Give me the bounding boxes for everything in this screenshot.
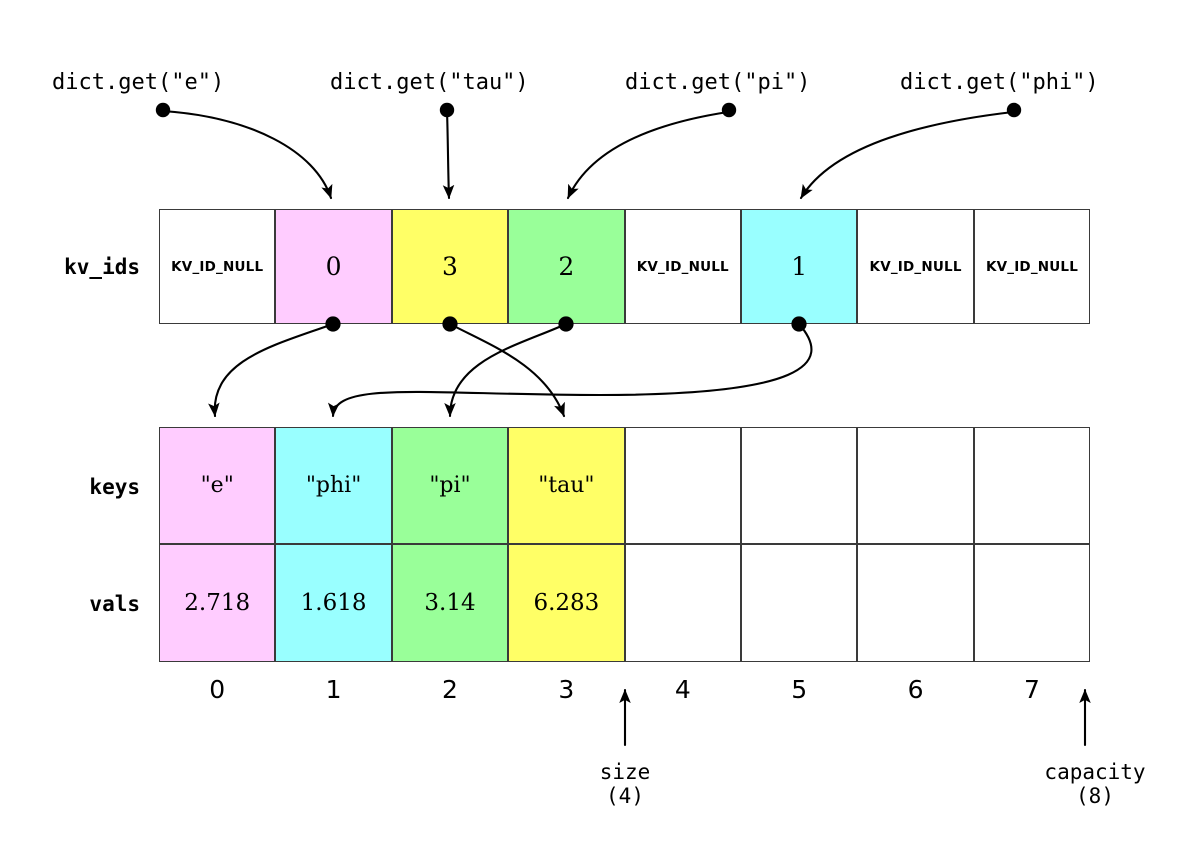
kv-ids-cell-4: KV_ID_NULL bbox=[624, 209, 741, 324]
capacity-marker-name: capacity bbox=[1044, 760, 1146, 784]
kv-ids-cell-3-text: 2 bbox=[558, 252, 575, 281]
index-label-2: 2 bbox=[442, 675, 458, 704]
keys-cell-3: "tau" bbox=[508, 427, 625, 544]
index-label-5: 5 bbox=[791, 675, 808, 704]
row-label-keys: keys bbox=[89, 475, 140, 499]
keys-cell-0-text: "e" bbox=[200, 473, 234, 498]
size-marker-label: size (4) bbox=[550, 760, 700, 808]
row-label-vals: vals bbox=[89, 592, 140, 616]
keys-cell-3-text: "tau" bbox=[538, 473, 595, 498]
dot-call-e bbox=[155, 102, 171, 118]
vals-cell-1: 1.618 bbox=[275, 544, 392, 662]
kv-ids-cell-7: KV_ID_NULL bbox=[973, 209, 1091, 324]
keys-cell-1-text: "phi" bbox=[305, 473, 362, 498]
vals-cell-0: 2.718 bbox=[159, 544, 276, 662]
vals-cell-6 bbox=[857, 544, 974, 662]
capacity-marker-label: capacity (8) bbox=[1010, 760, 1180, 808]
keys-cell-4 bbox=[624, 427, 741, 544]
row-label-kv-ids: kv_ids bbox=[64, 255, 140, 279]
arrow-call-e bbox=[161, 109, 333, 200]
keys-cell-7 bbox=[973, 427, 1091, 544]
index-label-7: 7 bbox=[1024, 675, 1040, 704]
index-label-0: 0 bbox=[209, 675, 226, 704]
arrow-call-pi bbox=[566, 110, 730, 200]
arrow-kv1-to-keys0 bbox=[208, 322, 335, 418]
kv-ids-cell-1-text: 0 bbox=[325, 252, 342, 281]
keys-cell-2: "pi" bbox=[391, 427, 509, 544]
kv-ids-cell-3: 2 bbox=[508, 209, 625, 324]
keys-cell-0: "e" bbox=[159, 427, 276, 544]
call-source-dots bbox=[155, 102, 1022, 118]
index-label-4: 4 bbox=[674, 675, 691, 704]
kv-ids-cell-1: 0 bbox=[275, 209, 392, 324]
dot-call-phi bbox=[1006, 102, 1022, 118]
keys-cell-2-text: "pi" bbox=[429, 473, 471, 498]
kv-ids-cell-2: 3 bbox=[391, 209, 509, 324]
kv-ids-cell-2-text: 3 bbox=[442, 252, 458, 281]
vals-cell-7 bbox=[973, 544, 1091, 662]
kv-ids-cell-4-text: KV_ID_NULL bbox=[636, 258, 729, 275]
kv-ids-cell-0-text: KV_ID_NULL bbox=[171, 258, 264, 275]
keys-cell-5 bbox=[741, 427, 858, 544]
dot-call-tau bbox=[439, 102, 455, 118]
kv-ids-cell-7-text: KV_ID_NULL bbox=[985, 258, 1079, 275]
arrow-kv2-to-keys3 bbox=[448, 322, 566, 418]
kv-ids-cell-5-text: 1 bbox=[791, 252, 808, 281]
call-label-tau: dict.get("tau") bbox=[330, 70, 529, 95]
vals-cell-3-text: 6.283 bbox=[533, 590, 600, 616]
kv-ids-cell-6: KV_ID_NULL bbox=[857, 209, 974, 324]
call-label-pi: dict.get("pi") bbox=[625, 70, 811, 95]
vals-cell-4 bbox=[624, 544, 741, 662]
index-label-1: 1 bbox=[325, 675, 342, 704]
call-label-e: dict.get("e") bbox=[52, 70, 225, 95]
size-marker-value: (4) bbox=[606, 784, 644, 808]
vals-cell-1-text: 1.618 bbox=[300, 590, 367, 616]
call-label-phi: dict.get("phi") bbox=[900, 70, 1099, 95]
index-label-6: 6 bbox=[907, 675, 924, 704]
arrow-kv3-to-keys2 bbox=[444, 322, 568, 418]
vals-cell-3: 6.283 bbox=[508, 544, 625, 662]
vals-cell-2-text: 3.14 bbox=[424, 590, 476, 616]
kv-ids-cell-6-text: KV_ID_NULL bbox=[869, 258, 962, 275]
capacity-marker-value: (8) bbox=[1076, 784, 1114, 808]
keys-cell-1: "phi" bbox=[275, 427, 392, 544]
vals-cell-0-text: 2.718 bbox=[184, 590, 251, 616]
dot-call-pi bbox=[721, 102, 737, 118]
keys-cell-6 bbox=[857, 427, 974, 544]
kv-ids-cell-5: 1 bbox=[741, 209, 858, 324]
index-label-3: 3 bbox=[558, 675, 575, 704]
size-marker-name: size bbox=[599, 760, 651, 784]
vals-cell-2: 3.14 bbox=[391, 544, 509, 662]
arrow-call-tau bbox=[442, 109, 455, 200]
arrow-call-phi bbox=[799, 110, 1015, 200]
arrow-kv5-to-keys1 bbox=[327, 322, 813, 418]
vals-cell-5 bbox=[741, 544, 858, 662]
kv-ids-cell-0: KV_ID_NULL bbox=[159, 209, 276, 324]
